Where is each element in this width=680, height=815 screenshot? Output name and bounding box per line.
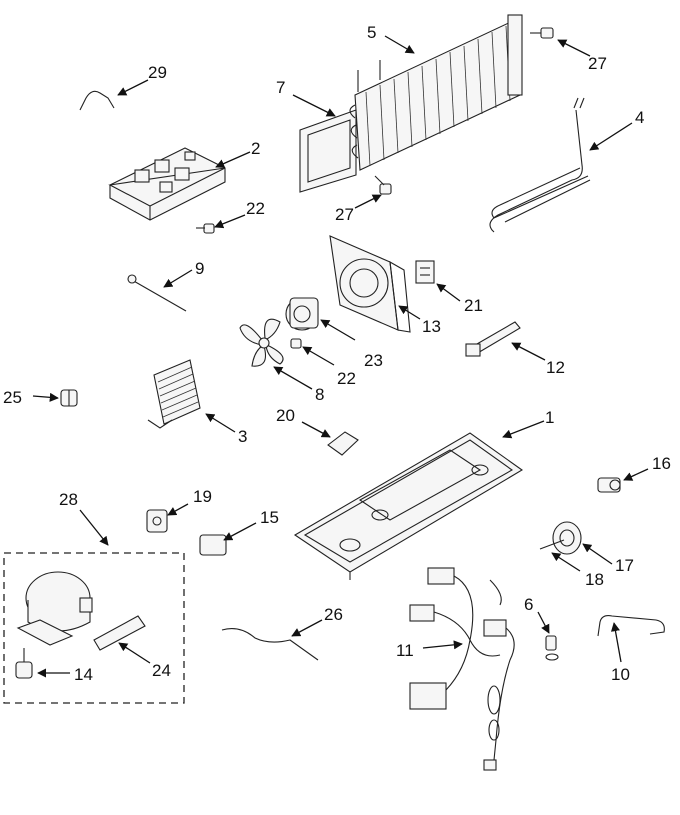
- callout-24: 24: [152, 661, 171, 680]
- callout-9: 9: [195, 259, 204, 278]
- callout-labels: 1 2 3 4 5 6 7 8 9 10 11 12 13 14 15 16 1…: [3, 23, 671, 684]
- part-base-pan: [293, 432, 524, 580]
- part-control-board: [108, 147, 226, 221]
- part-screw-6: [545, 635, 559, 661]
- part-drier: [93, 615, 146, 651]
- part-relay: [146, 509, 168, 533]
- callout-22-upper: 22: [246, 199, 265, 218]
- part-axle: [539, 539, 565, 550]
- callout-17: 17: [615, 556, 634, 575]
- callout-3: 3: [238, 427, 247, 446]
- callout-15: 15: [260, 508, 279, 527]
- part-screw-22-lower: [290, 338, 302, 349]
- callout-1: 1: [545, 408, 554, 427]
- callout-26: 26: [324, 605, 343, 624]
- part-clip-21: [415, 260, 435, 284]
- part-plate: [327, 431, 359, 456]
- callout-14: 14: [74, 665, 93, 684]
- callout-4: 4: [635, 108, 644, 127]
- callout-13: 13: [422, 317, 441, 336]
- compressor-group: [3, 552, 185, 704]
- part-compressor: [16, 571, 93, 646]
- part-tube: [221, 628, 319, 661]
- part-capacitor: [199, 534, 227, 556]
- callout-18: 18: [585, 570, 604, 589]
- callout-25: 25: [3, 388, 22, 407]
- callout-8: 8: [315, 385, 324, 404]
- callout-27-top: 27: [588, 54, 607, 73]
- part-defrost-heater: [489, 97, 591, 233]
- callout-6: 6: [524, 595, 533, 614]
- leader-lines: [32, 35, 649, 678]
- callout-12: 12: [546, 358, 565, 377]
- callout-19: 19: [193, 487, 212, 506]
- callout-7: 7: [276, 78, 285, 97]
- part-fan-blade: [239, 318, 284, 367]
- part-evaporator: [349, 14, 523, 171]
- callout-5: 5: [367, 23, 376, 42]
- part-screw-22-upper: [196, 223, 215, 234]
- part-fan-motor: [285, 297, 319, 331]
- callout-2: 2: [251, 139, 260, 158]
- callout-16: 16: [652, 454, 671, 473]
- part-rod: [127, 274, 187, 312]
- callout-20: 20: [276, 406, 295, 425]
- callout-29: 29: [148, 63, 167, 82]
- callout-10: 10: [611, 665, 630, 684]
- part-condenser: [147, 359, 201, 429]
- callout-21: 21: [464, 296, 483, 315]
- part-tube-10: [597, 615, 665, 637]
- part-grommet: [15, 648, 33, 679]
- callout-22-lower: 22: [337, 369, 356, 388]
- callout-23: 23: [364, 351, 383, 370]
- part-tie-wrap: [465, 321, 521, 357]
- part-screw-27-top: [530, 27, 554, 39]
- part-wire-harness: [409, 567, 515, 771]
- part-wire-clip: [79, 90, 115, 111]
- part-fan-shroud: [329, 235, 411, 333]
- callout-11: 11: [396, 641, 414, 660]
- part-16: [597, 477, 621, 493]
- part-wheel: [552, 521, 582, 555]
- callout-28: 28: [59, 490, 78, 509]
- part-evaporator-bracket: [299, 109, 357, 193]
- part-clip-25: [60, 389, 78, 407]
- callout-27-bottom: 27: [335, 205, 354, 224]
- part-screw-27-bottom: [374, 175, 392, 195]
